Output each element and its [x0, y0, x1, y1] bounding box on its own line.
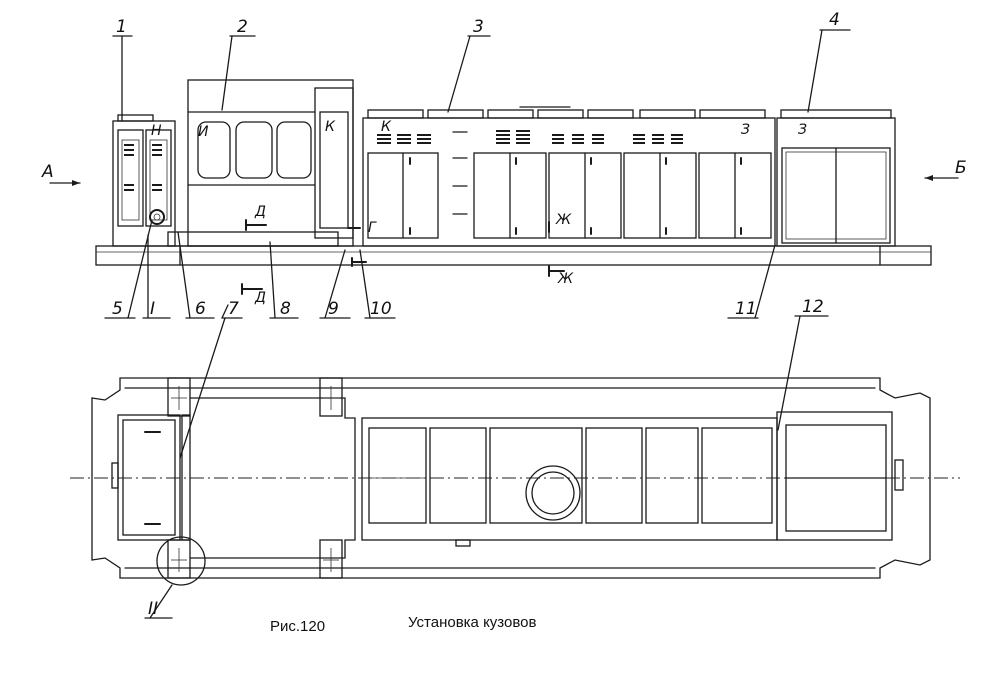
section-g: Г: [368, 220, 377, 236]
callout-2: 2: [237, 17, 248, 37]
section-k-left: К: [325, 119, 336, 135]
cab: [167, 79, 361, 247]
callout-5: 5: [112, 299, 123, 319]
callout-9: 9: [328, 299, 339, 319]
callout-11: 11: [735, 299, 757, 319]
section-zh-top: Ж: [555, 212, 572, 228]
view-arrow-b: [924, 175, 959, 181]
callout-8: 8: [280, 299, 291, 319]
figure-number: Рис.120: [270, 618, 325, 635]
callout-i: I: [150, 299, 155, 319]
round-hatch: [149, 209, 165, 225]
callout-6: 6: [195, 299, 206, 319]
section-n: Н: [151, 123, 162, 139]
section-labels: А Б Д Д Г Ж Ж К К И Н З З: [41, 119, 967, 306]
section-d-bottom: Д: [254, 290, 266, 306]
section-z-right: З: [798, 122, 807, 138]
rear-cabinet: [776, 109, 896, 247]
frame-outline: [91, 377, 931, 579]
mount-pad: [167, 377, 191, 417]
callout-12: 12: [802, 297, 824, 317]
detail-circle-ii: [156, 536, 206, 586]
section-i: И: [198, 124, 209, 140]
callout-3: 3: [473, 17, 484, 37]
side-view: [49, 29, 959, 431]
long-hood: [362, 106, 776, 247]
callout-10: 10: [370, 299, 392, 319]
section-zh-bottom: Ж: [557, 271, 574, 287]
fan-opening: [525, 465, 581, 521]
leader-lines: [104, 29, 851, 431]
section-k-right: К: [381, 119, 392, 135]
plan-view: [70, 317, 960, 619]
callout-4: 4: [829, 10, 840, 30]
end-cabinet: [112, 114, 176, 247]
underframe: [95, 245, 932, 266]
figure-title: Установка кузовов: [408, 614, 536, 631]
section-z-left: З: [741, 122, 750, 138]
callout-7: 7: [228, 299, 239, 319]
view-label-a: А: [41, 162, 54, 182]
figure-caption: Рис.120 Установка кузовов: [270, 614, 536, 635]
callout-1: 1: [116, 17, 127, 37]
view-label-b: Б: [955, 158, 967, 178]
view-arrow-a: [49, 180, 81, 186]
callout-ii: II: [148, 599, 158, 619]
section-d-top: Д: [254, 204, 266, 220]
callout-labels: 1 2 3 4 5 I 6 7 8 9 10 11 12 II: [112, 10, 840, 619]
